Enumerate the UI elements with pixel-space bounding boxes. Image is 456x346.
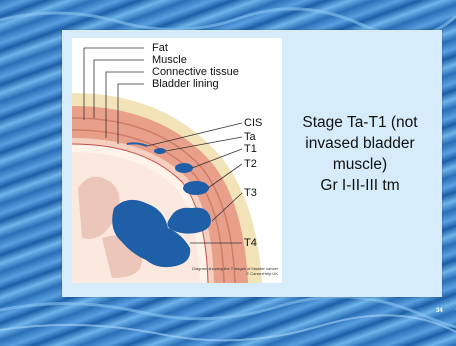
connective-tissue-label: Connective tissue — [152, 66, 239, 78]
muscle-label: Muscle — [152, 54, 187, 66]
bladder-lining-label: Bladder lining — [152, 78, 219, 90]
t3-label: T3 — [244, 187, 257, 199]
cis-label: CIS — [244, 117, 262, 129]
stage-line-2: invased bladder — [280, 133, 440, 154]
page-number: 34 — [436, 308, 443, 314]
t2-tumour — [183, 181, 209, 195]
fat-label: Fat — [152, 42, 168, 54]
stage-line-3: muscle) — [280, 154, 440, 175]
stage-description: Stage Ta-T1 (not invased bladder muscle)… — [280, 112, 440, 196]
diagram-caption: Diagram showing the T stages of bladder … — [78, 266, 278, 276]
t1-label: T1 — [244, 143, 257, 155]
stage-line-1: Stage Ta-T1 (not — [280, 112, 440, 133]
ta-tumour — [154, 148, 166, 154]
t2-label: T2 — [244, 158, 257, 170]
ta-label: Ta — [244, 131, 256, 143]
grade-line: Gr I-II-III tm — [280, 175, 440, 196]
t1-tumour — [175, 163, 193, 173]
caption-line-2: © CancerHelp UK — [78, 271, 278, 276]
t4-label: T4 — [244, 237, 257, 249]
